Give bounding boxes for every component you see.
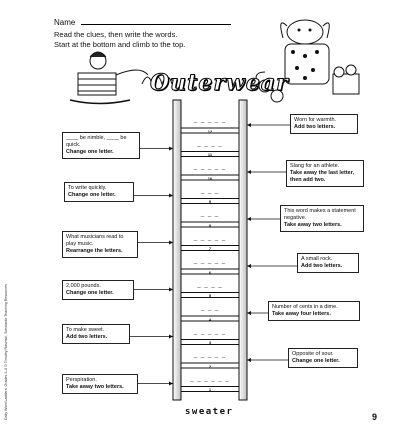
clue-instruction: Change one letter. [68,192,116,198]
rung-number: 3 [208,340,212,345]
arrow-icon [247,170,251,174]
arrow-icon [169,240,173,245]
clue-text: 2,000 pounds. [66,283,101,289]
arrow-icon [247,311,251,315]
clue-box-8: This word makes a statement negative.Tak… [280,205,364,232]
ladder-rung [180,362,240,369]
arrow-icon [169,334,173,339]
arrow-icon [247,123,251,127]
rung-number: 7 [208,246,212,251]
yarn-squiggle-decoration [141,76,173,86]
answer-blank[interactable]: _ _ _ _ _ [193,234,227,241]
instruction-line-1: Read the clues, then write the words. [54,30,178,39]
clue-instruction: Take away four letters. [272,311,331,317]
ladder-rung [180,292,240,298]
clue-text: Opposite of sour. [292,351,334,357]
clue-box-7: What musicians read to play music.Rearra… [62,231,138,258]
clue-box-2: Opposite of sour.Change one letter. [288,348,358,368]
answer-blank[interactable]: _ _ _ _ _ [193,328,227,335]
instruction-line-2: Start at the bottom and climb to the top… [54,40,186,49]
clue-text: Slang for an athlete. [290,163,340,169]
name-line[interactable] [81,16,232,25]
answer-blank[interactable]: _ _ _ _ _ [193,352,227,358]
clue-text: A small rock. [301,256,333,262]
clue-instruction: Take away two letters. [284,222,342,228]
ladder-rung [180,386,240,392]
clue-box-11: ____ be nimble, ____ be quick.Change one… [62,132,140,159]
ladder-rung [180,339,240,345]
clue-box-1: Perspiration.Take away two letters. [62,374,138,394]
rung-number: 2 [208,363,212,369]
base-word: sweater [185,407,234,417]
clue-instruction: Rearrange the letters. [66,248,123,254]
clue-box-3: To make sweet.Add two letters. [62,324,130,344]
dog-with-yarn-illustration [255,19,360,103]
clue-text: Perspiration. [66,377,97,383]
ladder-right-rail [238,99,248,401]
clue-box-5: 2,000 pounds.Change one letter. [62,280,134,300]
arrow-icon [169,193,173,198]
arrow-icon [247,358,251,362]
page-title: Outerwear [150,70,289,97]
clue-box-6: A small rock.Add two letters. [297,253,359,273]
clue-box-9: To write quickly.Change one letter. [64,182,134,202]
ladder-rung [180,127,240,134]
clue-text: Worn for warmth. [294,117,337,123]
clue-instruction: Add two letters. [294,124,336,130]
clue-instruction: Take away two letters. [66,384,124,390]
clue-instruction: Change one letter. [292,358,340,364]
name-label: Name [54,18,76,27]
arrow-icon [169,381,173,386]
ladder-rung [180,198,240,204]
rung-number: 10 [207,175,213,181]
clue-text: To make sweet. [66,327,105,333]
rung-number: 4 [208,316,212,322]
clue-box-12: Worn for warmth.Add two letters. [290,114,358,134]
ladder-left-rail [172,99,182,401]
clue-instruction: Change one letter. [66,290,114,296]
answer-blank[interactable]: _ _ _ [200,211,220,217]
answer-blank[interactable]: _ _ _ [200,305,220,311]
ladder-rung [180,268,240,275]
clue-instruction: Change one letter. [66,149,114,155]
ladder-rung [180,174,240,181]
arrow-icon [169,146,173,151]
rung-number: 1 [208,387,212,392]
clue-text: Number of cents in a dime. [272,304,338,310]
clue-box-4: Number of cents in a dime.Take away four… [268,301,360,321]
ladder-rung [180,221,240,228]
ladder-rung [180,151,240,157]
rung-number: 5 [208,293,212,298]
rung-number: 8 [208,222,212,228]
rung-number: 12 [207,128,213,134]
ladder-rung [180,245,240,251]
clue-instruction: Add two letters. [301,263,343,269]
clue-box-10: Slang for an athlete.Take away the last … [286,160,364,187]
answer-blank[interactable]: _ _ _ _ _ [193,258,227,264]
clue-instruction: Take away the last letter, then add two. [290,170,355,183]
answer-blank[interactable]: _ _ _ [200,187,220,194]
clue-text: This word makes a statement negative. [284,208,356,221]
name-row: Name [54,16,232,27]
kid-rocking-chair-illustration [69,51,149,105]
clue-text: ____ be nimble, ____ be quick. [66,135,127,148]
instructions: Read the clues, then write the words. St… [54,30,185,50]
arrow-icon [247,264,251,268]
clue-text: What musicians read to play music. [66,234,124,247]
ladder-rung [180,315,240,322]
arrow-icon [169,287,173,292]
answer-blank[interactable]: _ _ _ _ [197,140,223,147]
clue-instruction: Add two letters. [66,334,108,340]
answer-blank[interactable]: _ _ _ _ _ [193,117,227,123]
answer-blank[interactable]: _ _ _ _ _ _ [190,375,230,382]
rung-number: 6 [208,269,212,275]
answer-blank[interactable]: _ _ _ _ _ [193,164,227,170]
page-number: 9 [372,412,378,422]
arrow-icon [247,217,251,221]
answer-blank[interactable]: _ _ _ _ [197,281,223,288]
rung-number: 11 [207,152,213,157]
clue-text: To write quickly. [68,185,107,191]
rung-number: 9 [208,199,212,204]
